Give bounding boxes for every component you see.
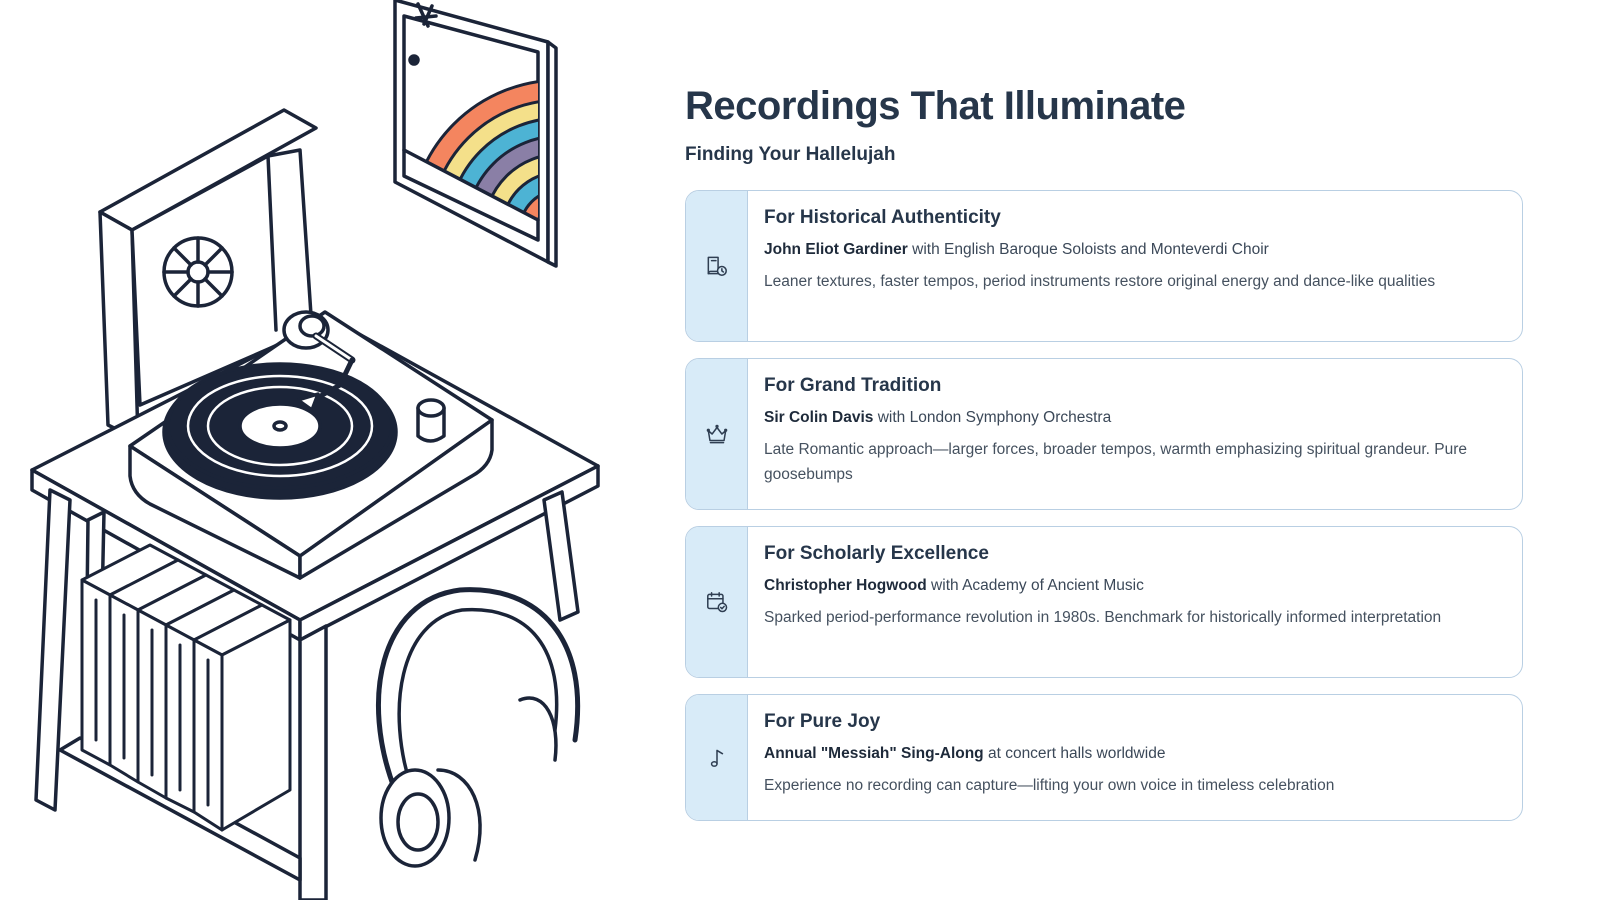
- headphones: [376, 587, 581, 868]
- card-body: For Grand Tradition Sir Colin Davis with…: [748, 359, 1522, 509]
- page-subtitle: Finding Your Hallelujah: [685, 144, 896, 165]
- card-artist-line: Sir Colin Davis with London Symphony Orc…: [764, 408, 1502, 428]
- card-title: For Historical Authenticity: [764, 207, 1001, 228]
- card-artist-line: Annual "Messiah" Sing-Along at concert h…: [764, 744, 1502, 764]
- card-ensemble: at concert halls worldwide: [983, 744, 1166, 762]
- recording-card-historical: For Historical Authenticity John Eliot G…: [685, 190, 1523, 342]
- card-artist-line: John Eliot Gardiner with English Baroque…: [764, 240, 1502, 260]
- card-ensemble: with London Symphony Orchestra: [873, 408, 1112, 426]
- page-title: Recordings That Illuminate: [685, 84, 1186, 128]
- card-artist-line: Christopher Hogwood with Academy of Anci…: [764, 576, 1502, 596]
- rainbow-poster: [393, 0, 558, 268]
- card-icon-panel: [686, 527, 748, 677]
- card-body: For Scholarly Excellence Christopher Hog…: [748, 527, 1522, 677]
- card-body: For Pure Joy Annual "Messiah" Sing-Along…: [748, 695, 1522, 820]
- card-icon-panel: [686, 359, 748, 509]
- recording-card-grand-tradition: For Grand Tradition Sir Colin Davis with…: [685, 358, 1523, 510]
- recordings-panel: Recordings That Illuminate Finding Your …: [685, 84, 1523, 821]
- record-player-illustration: [30, 0, 600, 900]
- turntable: [128, 310, 494, 580]
- card-title: For Pure Joy: [764, 711, 881, 732]
- card-icon-panel: [686, 695, 748, 820]
- card-ensemble: with Academy of Ancient Music: [926, 576, 1144, 594]
- recording-card-scholarly: For Scholarly Excellence Christopher Hog…: [685, 526, 1523, 678]
- card-title: For Grand Tradition: [764, 375, 942, 396]
- card-icon-panel: [686, 191, 748, 341]
- calendar-check-icon: [706, 592, 727, 613]
- card-description: Sparked period-performance revolution in…: [764, 608, 1442, 626]
- card-title: For Scholarly Excellence: [764, 543, 989, 564]
- card-ensemble: with English Baroque Soloists and Montev…: [907, 240, 1269, 258]
- card-artist: Annual "Messiah" Sing-Along: [764, 744, 984, 762]
- card-description: Leaner textures, faster tempos, period i…: [764, 272, 1436, 290]
- crown-icon: [706, 424, 727, 444]
- book-stack: [80, 543, 292, 832]
- recordings-list: For Historical Authenticity John Eliot G…: [685, 190, 1523, 821]
- card-artist: Sir Colin Davis: [764, 408, 874, 426]
- card-body: For Historical Authenticity John Eliot G…: [748, 191, 1522, 341]
- recording-card-pure-joy: For Pure Joy Annual "Messiah" Sing-Along…: [685, 694, 1523, 821]
- card-artist: John Eliot Gardiner: [764, 240, 908, 258]
- music-note-icon: [710, 749, 723, 767]
- card-description: Experience no recording can capture—lift…: [764, 776, 1335, 794]
- turntable-lid: [98, 108, 318, 442]
- card-artist: Christopher Hogwood: [764, 576, 927, 594]
- card-description: Late Romantic approach—larger forces, br…: [764, 440, 1468, 483]
- book-clock-icon: [707, 256, 727, 276]
